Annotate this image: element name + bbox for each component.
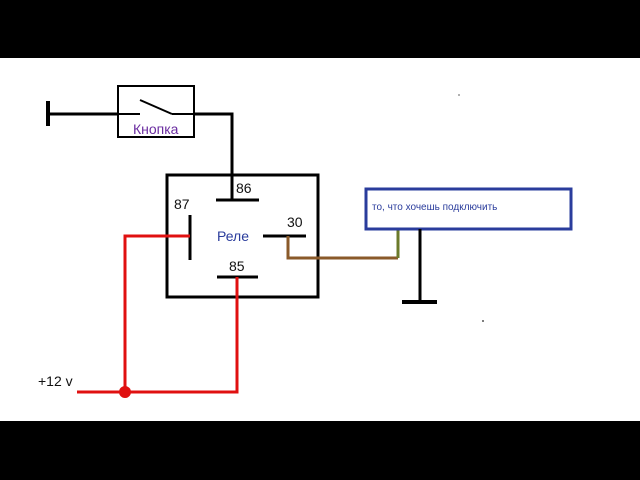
button-label: Кнопка	[133, 121, 179, 137]
stray-dot	[482, 320, 484, 322]
wire-85-red	[77, 277, 239, 394]
load-label: то, что хочешь подключить	[372, 202, 498, 213]
junction-dot	[119, 386, 131, 398]
pin-87-label: 87	[174, 196, 190, 212]
letterbox-top	[0, 0, 640, 58]
relay-label: Реле	[217, 228, 249, 244]
pin-30-label: 30	[287, 214, 303, 230]
button-box	[117, 85, 195, 138]
load-box	[364, 187, 573, 231]
stray-dot	[458, 94, 460, 96]
pin-85-label: 85	[229, 258, 245, 274]
wire-button-to-86	[194, 112, 234, 200]
switch-lever	[139, 99, 173, 115]
wire-87-red	[123, 234, 190, 392]
supply-voltage-label: +12 v	[38, 373, 73, 389]
diagram-canvas	[0, 58, 640, 421]
pin-86-label: 86	[236, 180, 252, 196]
letterbox-bottom	[0, 421, 640, 480]
wire-30-to-load	[286, 236, 398, 260]
schematic-drawing	[46, 85, 573, 398]
